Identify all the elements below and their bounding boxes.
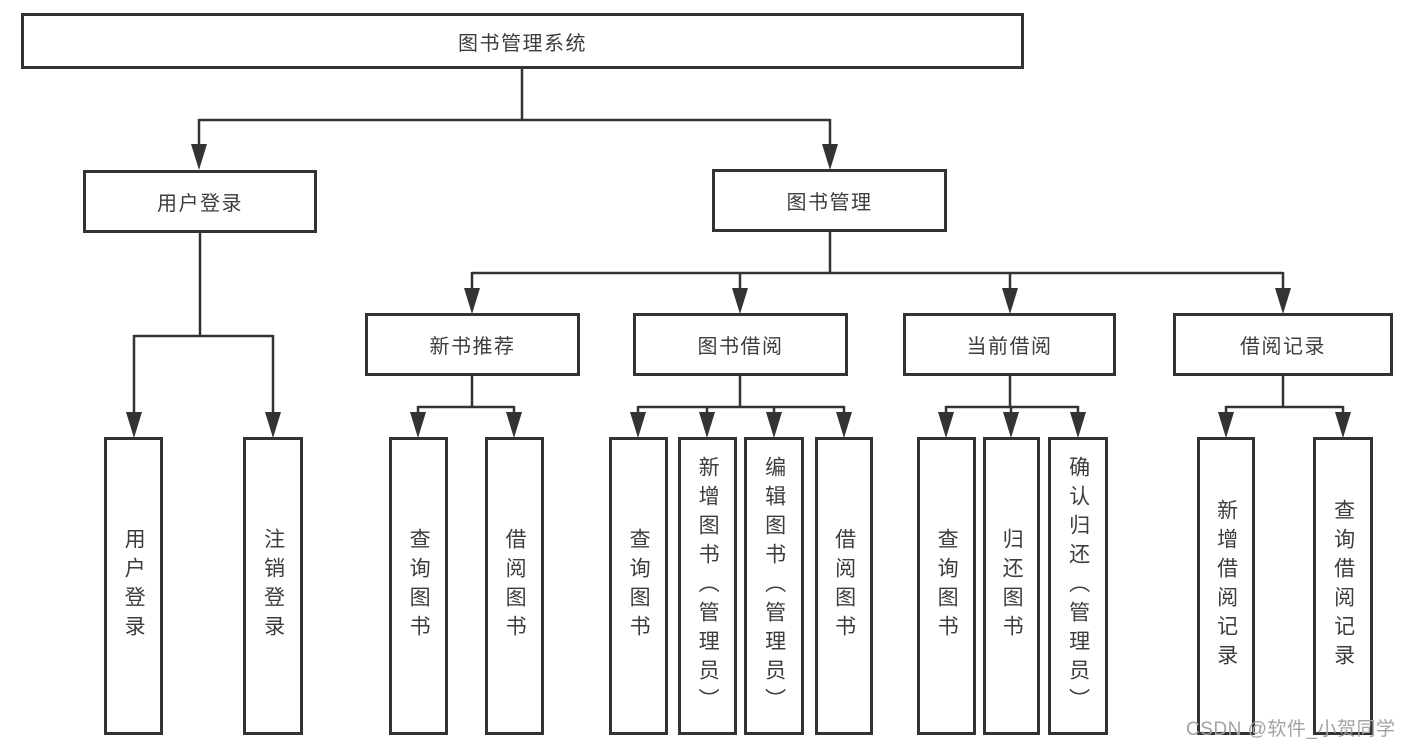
leaf-user-login: 用户登录 [104,437,163,735]
leaf-recommend-borrow-books: 借阅图书 [485,437,544,735]
leaf-recommend-query-books-label: 查询图书 [407,528,431,644]
node-borrow-records-label: 借阅记录 [1240,336,1326,358]
leaf-borrow-query-books-label: 查询图书 [627,528,651,644]
node-book-management-label: 图书管理 [786,192,873,214]
leaf-current-query-books-label: 查询图书 [935,528,959,644]
leaf-borrow-books: 借阅图书 [815,437,873,735]
node-book-borrow-label: 图书借阅 [697,336,784,358]
node-root-system: 图书管理系统 [21,13,1024,69]
node-current-borrow: 当前借阅 [903,313,1116,376]
leaf-borrow-books-label: 借阅图书 [832,528,856,644]
leaf-query-borrow-record-label: 查询借阅记录 [1331,499,1355,673]
leaf-add-borrow-record-label: 新增借阅记录 [1214,499,1238,673]
leaf-add-books-admin-label: 新增图书（管理员） [696,455,720,717]
leaf-query-borrow-record: 查询借阅记录 [1313,437,1373,735]
leaf-current-query-books: 查询图书 [917,437,976,735]
node-current-borrow-label: 当前借阅 [966,336,1053,358]
node-root-label: 图书管理系统 [458,32,587,55]
node-new-book-recommend: 新书推荐 [365,313,580,376]
leaf-logout: 注销登录 [243,437,303,735]
leaf-add-books-admin: 新增图书（管理员） [678,437,737,735]
node-new-book-recommend-label: 新书推荐 [429,336,516,358]
leaf-edit-books-admin-label: 编辑图书（管理员） [762,455,786,717]
leaf-confirm-return-admin-label: 确认归还（管理员） [1066,455,1090,717]
leaf-confirm-return-admin: 确认归还（管理员） [1048,437,1108,735]
node-book-borrow: 图书借阅 [633,313,848,376]
leaf-recommend-borrow-books-label: 借阅图书 [503,528,527,644]
leaf-edit-books-admin: 编辑图书（管理员） [744,437,804,735]
node-book-management: 图书管理 [712,169,947,232]
leaf-recommend-query-books: 查询图书 [389,437,448,735]
leaf-add-borrow-record: 新增借阅记录 [1197,437,1255,735]
leaf-user-login-label: 用户登录 [122,528,146,644]
node-borrow-records: 借阅记录 [1173,313,1393,376]
node-user-login-label: 用户登录 [157,193,243,215]
csdn-watermark: CSDN @软件_小贺同学 [1186,719,1396,740]
leaf-logout-label: 注销登录 [261,528,285,644]
node-user-login: 用户登录 [83,170,317,233]
leaf-return-books-label: 归还图书 [1000,528,1024,644]
leaf-borrow-query-books: 查询图书 [609,437,668,735]
leaf-return-books: 归还图书 [983,437,1040,735]
